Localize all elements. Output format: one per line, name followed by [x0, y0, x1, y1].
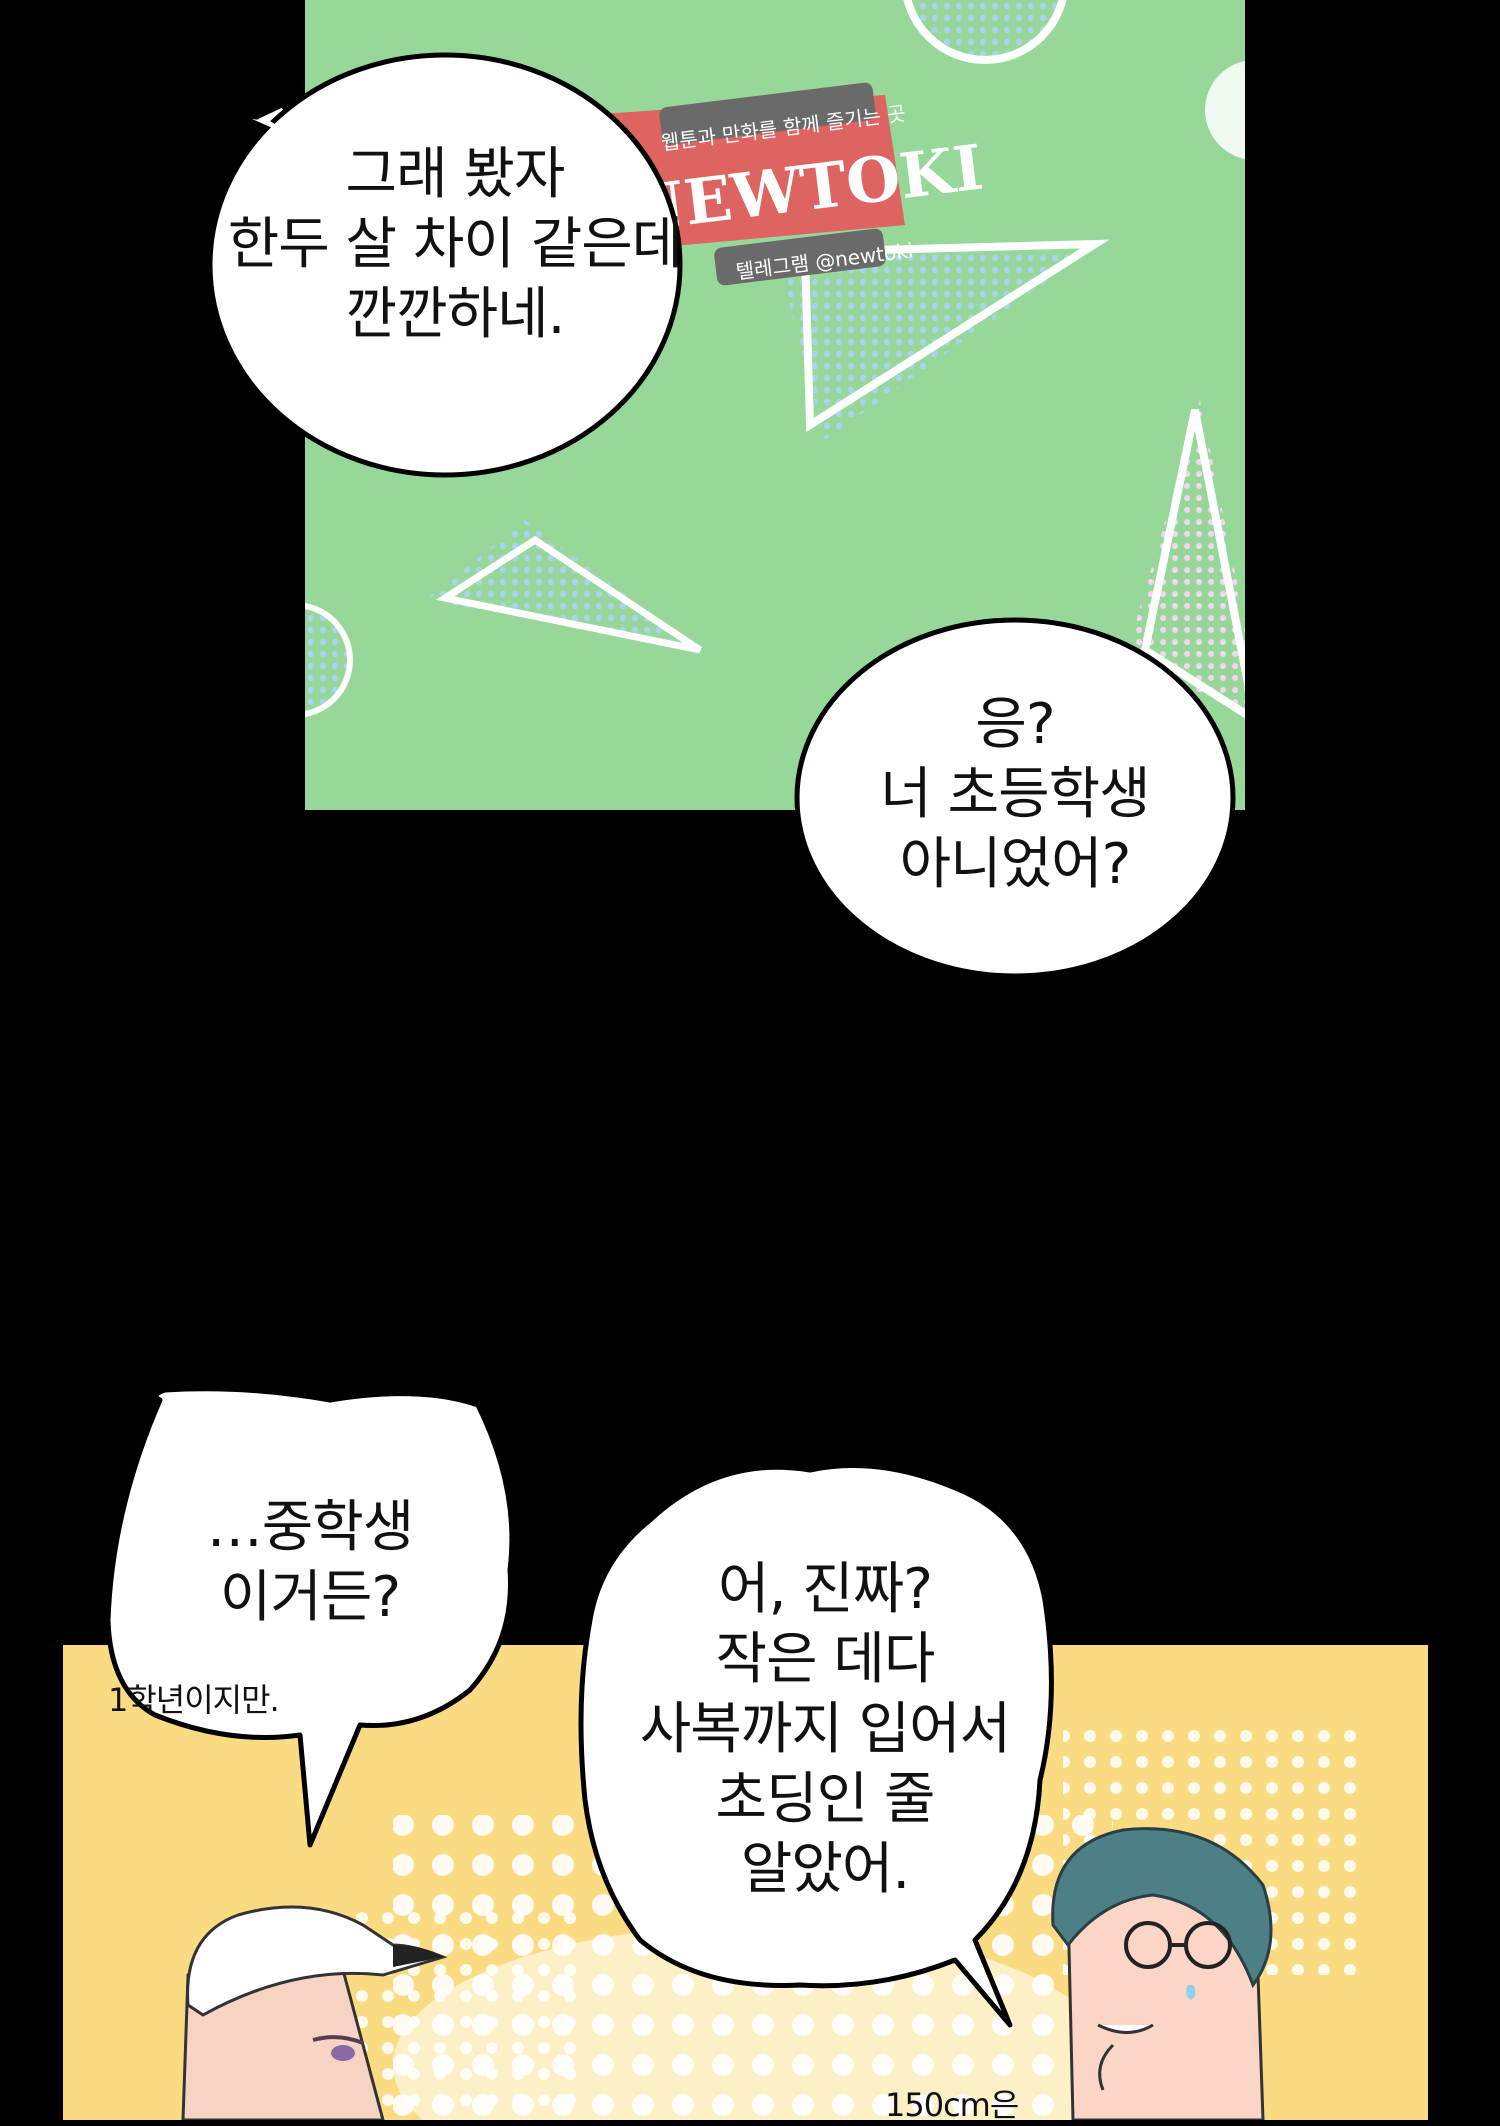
dotted-triangle-shape: [425, 520, 700, 650]
speech-bubble-2-text: 응? 너 초등학생 아니었어?: [880, 692, 1150, 897]
dotted-circle-shape: [305, 605, 350, 715]
caption-first-grade: 1학년이지만.: [108, 1681, 280, 1719]
character-cap-boy: [181, 1905, 448, 2120]
green-panel: 웹툰과 만화를 함께 즐기는 곳 NEWTOKI 텔레그램 @newtoki: [305, 0, 1245, 810]
caption-height: 150cm은: [885, 2086, 1019, 2124]
speech-bubble-3-text: …중학생 이거든?: [206, 1495, 415, 1630]
speech-bubble-1-text: 그래 봤자 한두 살 차이 같은데 깐깐하네.: [227, 142, 684, 347]
character-glasses-boy: [1051, 1827, 1273, 2120]
dotted-circle-shape: [907, 0, 1063, 60]
speech-bubble-4-text: 어, 진짜? 작은 데다 사복까지 입어서 초딩인 줄 알았어.: [639, 1557, 1011, 1902]
